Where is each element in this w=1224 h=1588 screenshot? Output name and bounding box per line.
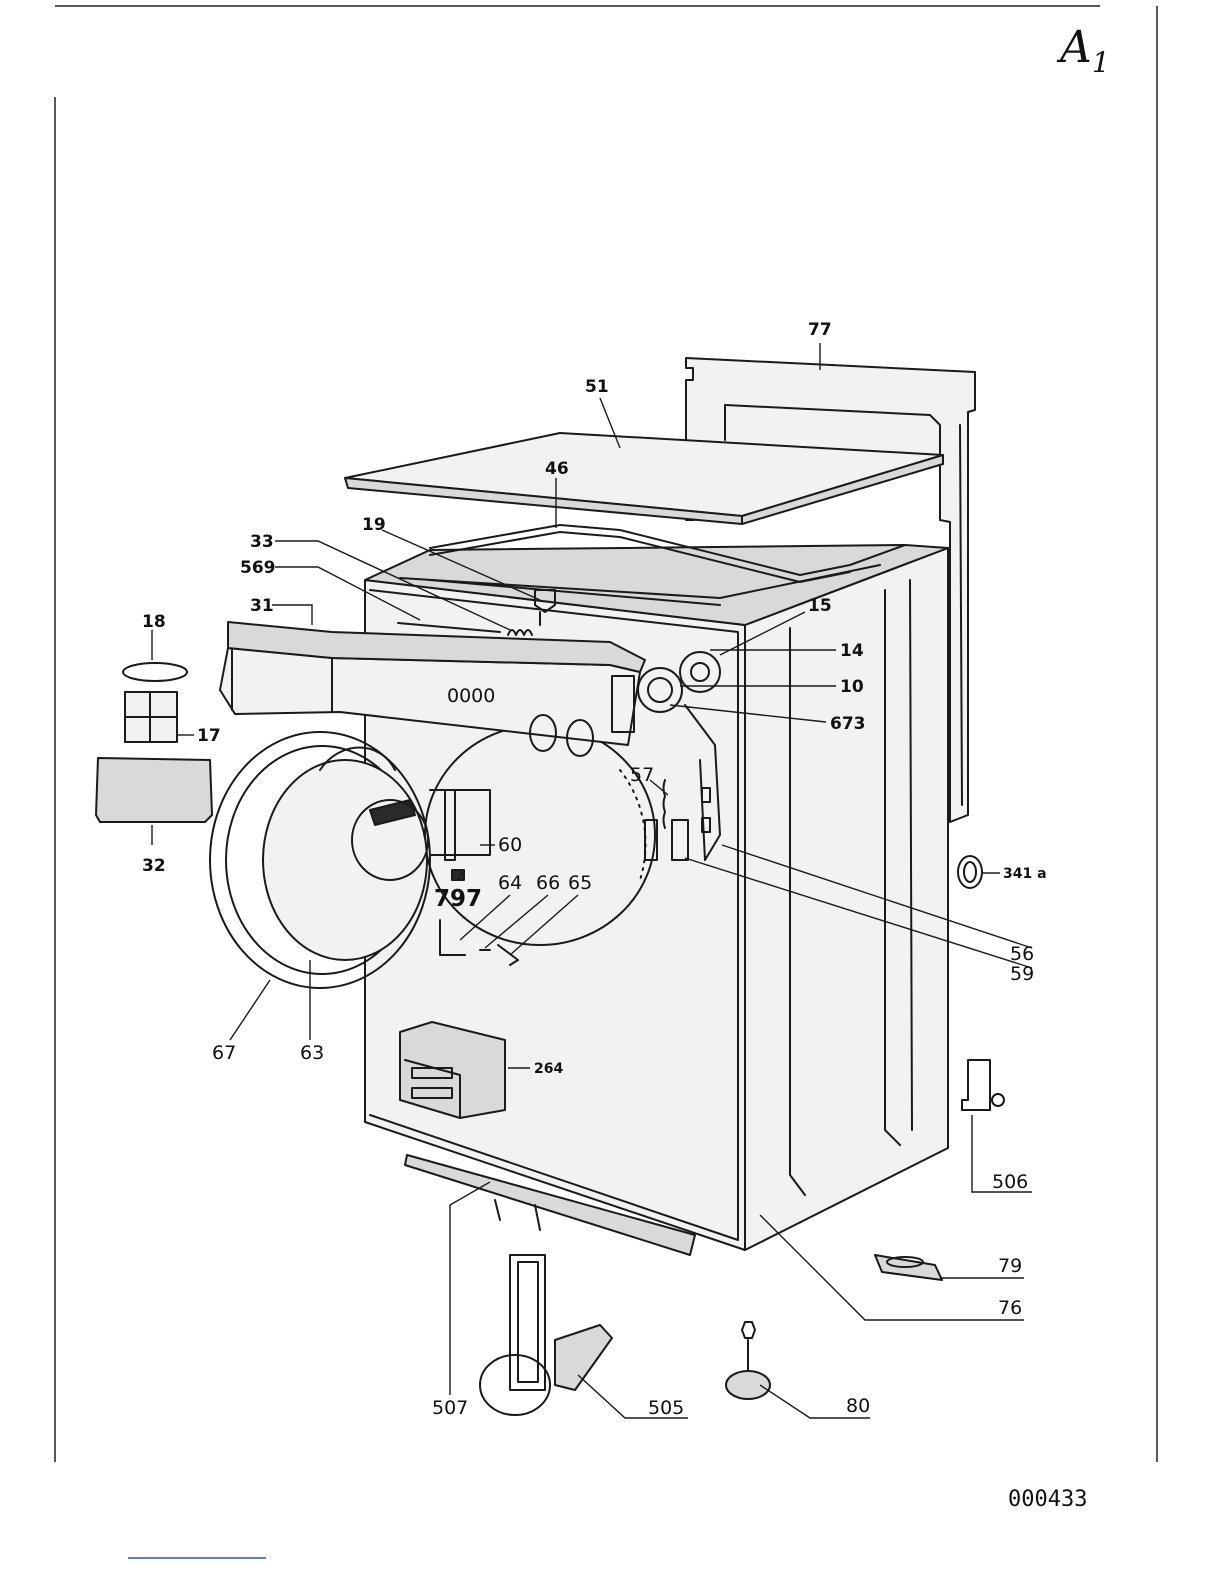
callout-341a: 341 a — [1003, 866, 1047, 882]
callout-31: 31 — [250, 596, 274, 616]
part-trolley-505 — [480, 1255, 612, 1415]
callout-569: 569 — [240, 558, 276, 578]
callout-80: 80 — [846, 1395, 870, 1417]
part-drawer-cover-17 — [125, 692, 177, 742]
panel-display: 0000 — [447, 685, 495, 707]
callout-60: 60 — [498, 834, 522, 856]
callout-10: 10 — [840, 677, 864, 697]
callout-66: 66 — [536, 872, 560, 894]
part-seal-18 — [123, 663, 187, 681]
callout-18: 18 — [142, 612, 166, 632]
callout-64: 64 — [498, 872, 522, 894]
callout-76: 76 — [998, 1297, 1022, 1319]
part-seal-341a — [958, 856, 982, 888]
part-drawer-handle-32 — [96, 758, 212, 822]
callout-19: 19 — [362, 515, 386, 535]
callout-506: 506 — [992, 1171, 1028, 1193]
callout-33: 33 — [250, 532, 274, 552]
callout-32: 32 — [142, 856, 166, 876]
callout-67: 67 — [212, 1042, 236, 1064]
part-filter-264 — [400, 1022, 505, 1118]
callout-77: 77 — [808, 320, 832, 340]
callout-15: 15 — [808, 596, 832, 616]
sheet-id-sub: 1 — [1092, 46, 1110, 79]
callout-63: 63 — [300, 1042, 324, 1064]
callout-51: 51 — [585, 377, 609, 397]
callout-56: 56 — [1010, 943, 1034, 965]
callout-673: 673 — [830, 714, 866, 734]
callout-79: 79 — [998, 1255, 1022, 1277]
callout-57: 57 — [630, 764, 654, 786]
callout-59: 59 — [1010, 963, 1034, 985]
drawing-number: 000433 — [1008, 1487, 1087, 1512]
callout-505: 505 — [648, 1397, 684, 1419]
callout-17: 17 — [197, 726, 221, 746]
part-bracket-506 — [962, 1060, 1004, 1110]
callout-46: 46 — [545, 459, 569, 479]
callout-14: 14 — [840, 641, 864, 661]
callout-507: 507 — [432, 1397, 468, 1419]
callout-264: 264 — [534, 1061, 563, 1077]
part-pad-79 — [875, 1255, 942, 1280]
callout-65: 65 — [568, 872, 592, 894]
sheet-id: A — [1056, 22, 1092, 73]
callout-797: 797 — [434, 886, 482, 912]
